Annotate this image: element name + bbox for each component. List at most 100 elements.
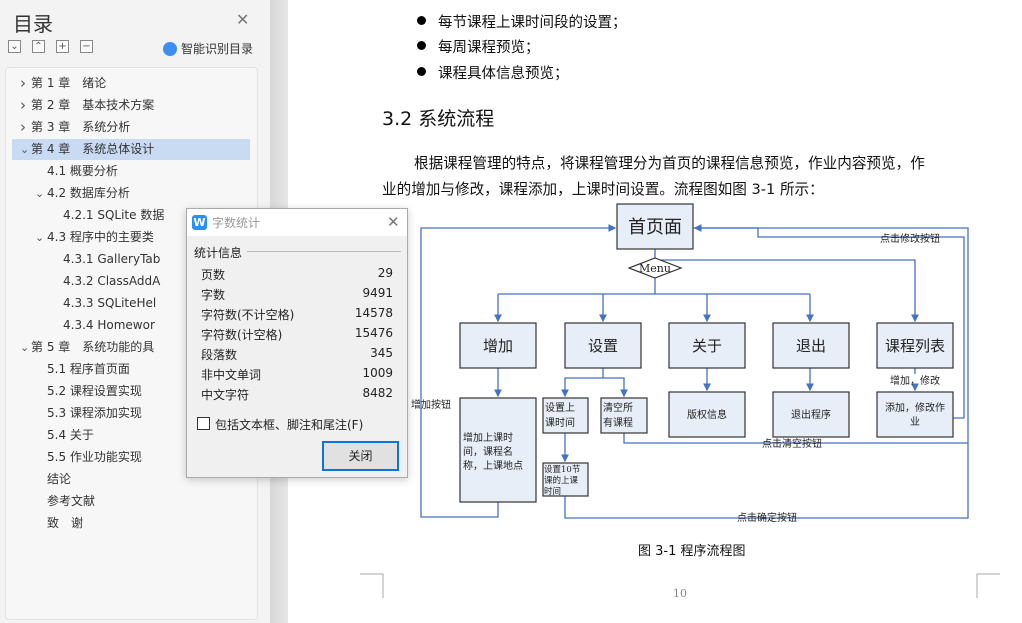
- toc-item[interactable]: › 第 1 章 绪论: [12, 73, 250, 94]
- toc-item[interactable]: 结论: [12, 469, 250, 490]
- toc-item[interactable]: 5.4 关于: [12, 425, 250, 446]
- toc-item[interactable]: ⌄4.3 程序中的主要类: [12, 227, 250, 248]
- expand-all-icon[interactable]: ⌄: [8, 40, 21, 53]
- chevron-right-icon[interactable]: ›: [20, 118, 26, 136]
- bullet-text: 每节课程上课时间段的设置；: [438, 15, 627, 31]
- toc-item-label: 4.3.3 SQLiteHel: [63, 296, 157, 310]
- toc-item[interactable]: ⌄4.2 数据库分析: [12, 183, 250, 204]
- toc-item[interactable]: 4.3.2 ClassAddA: [12, 271, 250, 292]
- toc-item-label: 第 2 章 基本技术方案: [31, 98, 155, 112]
- dialog-titlebar[interactable]: W 字数统计 ✕: [187, 209, 407, 236]
- divider: [247, 251, 401, 252]
- page-number: 10: [673, 587, 687, 600]
- section-heading: 3.2 系统流程: [382, 108, 495, 130]
- smart-toc-label: 智能识别目录: [181, 42, 254, 56]
- toc-item-label: 致 谢: [47, 516, 84, 530]
- toc-item[interactable]: 4.3.3 SQLiteHel: [12, 293, 250, 314]
- flow-text: 版权信息: [687, 408, 727, 421]
- flow-text: 有课程: [603, 416, 633, 429]
- stat-label: 中文字符: [201, 388, 250, 402]
- bullet-icon: [417, 67, 426, 76]
- toc-item-label: 第 4 章 系统总体设计: [31, 142, 155, 156]
- stat-label: 段落数: [201, 348, 238, 362]
- flow-text: 课时间: [545, 416, 575, 429]
- toc-item[interactable]: 4.3.4 Homewor: [12, 315, 250, 336]
- add-level-icon[interactable]: +: [56, 40, 69, 53]
- page-corner-marks: [360, 573, 1000, 598]
- flow-text: 清空所: [603, 401, 633, 414]
- stat-value: 14578: [354, 306, 393, 320]
- group-title: 统计信息: [194, 246, 243, 260]
- toc-item[interactable]: 5.5 作业功能实现: [12, 447, 250, 468]
- smart-toc-button[interactable]: 智能识别目录: [163, 40, 253, 57]
- collapse-all-icon[interactable]: ⌃: [32, 40, 45, 53]
- stat-row: 字符数(不计空格) 14578: [201, 306, 393, 323]
- flow-text: 增加上课时: [463, 431, 513, 444]
- chevron-down-icon[interactable]: ⌄: [35, 231, 45, 244]
- flow-exit: 退出: [796, 337, 826, 355]
- flow-label: 点击确定按钮: [737, 511, 797, 524]
- close-icon[interactable]: ✕: [236, 10, 250, 29]
- toc-item-label: 4.3.2 ClassAddA: [63, 274, 161, 288]
- toc-item-label: 第 3 章 系统分析: [31, 120, 131, 134]
- toc-item-label: 5.2 课程设置实现: [47, 384, 142, 398]
- toc-item-label: 参考文献: [47, 494, 96, 508]
- flow-label: 增加，修改: [890, 374, 940, 387]
- flow-label: 点击修改按钮: [880, 232, 940, 245]
- chevron-down-icon[interactable]: ⌄: [35, 187, 45, 200]
- toc-item-label: 5.3 课程添加实现: [47, 406, 142, 420]
- flow-home: 首页面: [628, 217, 682, 238]
- chevron-down-icon[interactable]: ⌄: [20, 143, 30, 156]
- flow-add: 增加: [483, 337, 513, 355]
- toc-item-label: 第 5 章 系统功能的具: [31, 340, 155, 354]
- toc-item[interactable]: 4.3.1 GalleryTab: [12, 249, 250, 270]
- close-icon[interactable]: ✕: [387, 213, 400, 231]
- flow-edges: [420, 224, 969, 519]
- include-textbox-checkbox[interactable]: [197, 417, 210, 430]
- toc-item-label: 4.2 数据库分析: [47, 186, 130, 200]
- toc-item-label: 5.1 程序首页面: [47, 362, 130, 376]
- stat-label: 字符数(计空格): [201, 328, 283, 342]
- toc-item[interactable]: ⌄第 5 章 系统功能的具: [12, 337, 250, 358]
- toc-item[interactable]: 致 谢: [12, 513, 250, 534]
- bullet-text: 每周课程预览；: [438, 40, 540, 56]
- toc-item-label: 4.3.1 GalleryTab: [63, 252, 161, 266]
- toc-item[interactable]: 参考文献: [12, 491, 250, 512]
- bullet-icon: [417, 16, 426, 25]
- stat-label: 字符数(不计空格): [201, 308, 295, 322]
- flow-text: 设置10节: [544, 464, 581, 475]
- toc-item[interactable]: › 第 2 章 基本技术方案: [12, 95, 250, 116]
- flow-label: 点击清空按钮: [762, 437, 822, 450]
- close-button[interactable]: 关闭: [322, 441, 399, 471]
- toc-item-label: 结论: [47, 472, 72, 486]
- toc-item-label: 4.3 程序中的主要类: [47, 230, 154, 244]
- chevron-right-icon[interactable]: ›: [20, 96, 26, 114]
- flow-course-list: 课程列表: [885, 337, 945, 355]
- stat-label: 字数: [201, 288, 226, 302]
- toc-item[interactable]: ⌄第 4 章 系统总体设计: [12, 139, 250, 160]
- checkbox-label[interactable]: 包括文本框、脚注和尾注(F): [215, 418, 364, 432]
- toc-item-label: 4.3.4 Homewor: [63, 318, 155, 332]
- stat-value: 1009: [362, 366, 393, 380]
- toc-item[interactable]: 4.2.1 SQLite 数据: [12, 205, 250, 226]
- chevron-right-icon[interactable]: ›: [20, 74, 26, 92]
- chevron-down-icon[interactable]: ⌄: [20, 341, 30, 354]
- toc-item-label: 5.5 作业功能实现: [47, 450, 142, 464]
- toc-item[interactable]: 4.1 概要分析: [12, 161, 250, 182]
- toc-item[interactable]: 5.1 程序首页面: [12, 359, 250, 380]
- toc-item[interactable]: › 第 3 章 系统分析: [12, 117, 250, 138]
- toc-item-label: 第 1 章 绪论: [31, 76, 107, 90]
- flow-label: 增加按钮: [411, 398, 451, 411]
- toc-item[interactable]: 5.2 课程设置实现: [12, 381, 250, 402]
- toc-item[interactable]: 5.3 课程添加实现: [12, 403, 250, 424]
- ai-icon: [163, 41, 177, 56]
- flow-text: 间，课程名: [463, 445, 513, 458]
- remove-level-icon[interactable]: −: [80, 40, 93, 53]
- toc-item-label: 4.2.1 SQLite 数据: [63, 208, 165, 222]
